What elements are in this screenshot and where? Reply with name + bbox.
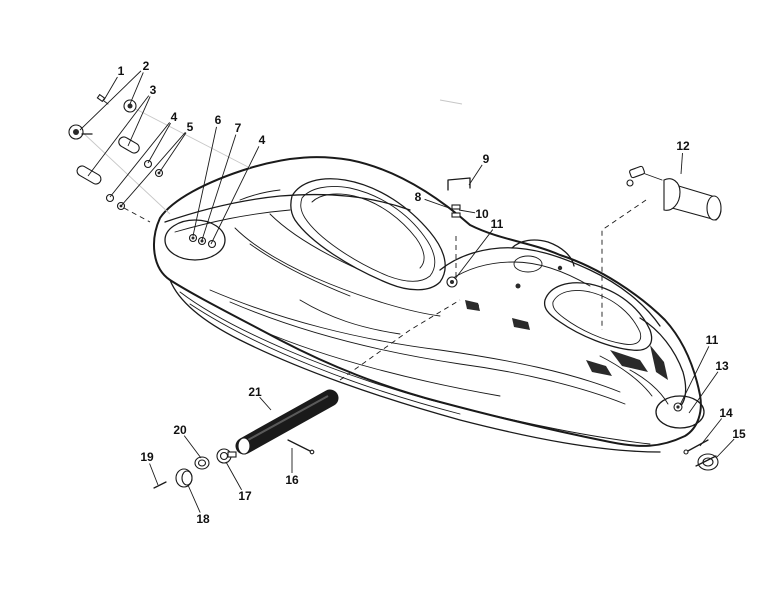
callout-label-2: 2 [143, 59, 150, 73]
callout-label-3: 3 [150, 83, 157, 97]
callout-leader-11 [679, 346, 710, 406]
callout-leader-7 [201, 134, 237, 241]
callout-leader-17 [225, 461, 242, 491]
callout-leader-20 [183, 435, 202, 459]
callout-leader-9 [468, 164, 483, 186]
callout-leader-13 [688, 371, 719, 414]
callout-label-19: 19 [140, 450, 154, 464]
part-14-pin [683, 439, 709, 455]
part-4-washer [105, 159, 217, 249]
callout-label-1: 1 [118, 64, 125, 78]
callout-leader-1 [103, 76, 118, 101]
callout-label-11: 11 [491, 217, 504, 231]
callout-label-18: 18 [196, 512, 210, 526]
part-20-ring [194, 456, 210, 470]
part-17-clamp [216, 448, 237, 464]
callout-label-12: 12 [676, 139, 690, 153]
assembly-lines [123, 199, 647, 381]
callout-label-4: 4 [259, 133, 266, 147]
callout-label-17: 17 [238, 489, 252, 503]
part-9-hook [447, 177, 471, 191]
callout-label-20: 20 [173, 423, 187, 437]
callout-label-7: 7 [235, 121, 242, 135]
part-2-grommet [68, 99, 137, 140]
callout-leader-5 [120, 131, 186, 207]
callout-leader-18 [187, 484, 201, 513]
callout-leader-10 [458, 209, 476, 214]
part-1-screw [96, 93, 109, 105]
callout-leader-21 [259, 396, 272, 411]
callout-label-21: 21 [248, 385, 262, 399]
callout-label-11: 11 [706, 333, 719, 347]
part-5-nut [116, 168, 164, 211]
callout-leader-15 [715, 438, 735, 459]
callout-leader-12 [680, 152, 683, 175]
callout-leader-5 [158, 132, 187, 174]
callout-leader-2 [79, 70, 142, 131]
part-21-hose [235, 389, 339, 455]
callout-label-5: 5 [187, 120, 194, 134]
callout-leader-4 [147, 122, 171, 164]
part-18-cap [175, 468, 193, 488]
callout-leader-4 [109, 122, 170, 198]
callout-leader-3 [127, 96, 151, 147]
callout-leaders [79, 70, 735, 513]
callout-leader-14 [699, 418, 723, 447]
callout-leader-19 [149, 463, 159, 486]
callout-leader-3 [87, 95, 150, 177]
callout-leader-2 [129, 72, 144, 105]
callout-label-16: 16 [285, 473, 299, 487]
part-19-pin [153, 481, 167, 489]
callout-leader-6 [192, 126, 217, 237]
callout-leader-4 [210, 146, 260, 245]
callout-label-10: 10 [475, 207, 489, 221]
callout-label-8: 8 [415, 190, 422, 204]
callout-label-15: 15 [732, 427, 746, 441]
part-15-bow-eye [695, 453, 719, 471]
part-6-7-fittings [188, 233, 207, 246]
part-16-pin [287, 439, 315, 455]
callout-label-9: 9 [483, 152, 490, 166]
callout-leader-8 [424, 198, 450, 209]
hull-body [79, 99, 705, 453]
callout-leader-11 [454, 229, 494, 280]
callout-label-14: 14 [719, 406, 733, 420]
callout-label-4: 4 [171, 110, 178, 124]
part-10-fastener [451, 204, 461, 218]
callout-label-13: 13 [715, 359, 729, 373]
part-11-fitting [446, 276, 683, 412]
callout-label-6: 6 [215, 113, 222, 127]
part-12-canister [626, 165, 722, 221]
